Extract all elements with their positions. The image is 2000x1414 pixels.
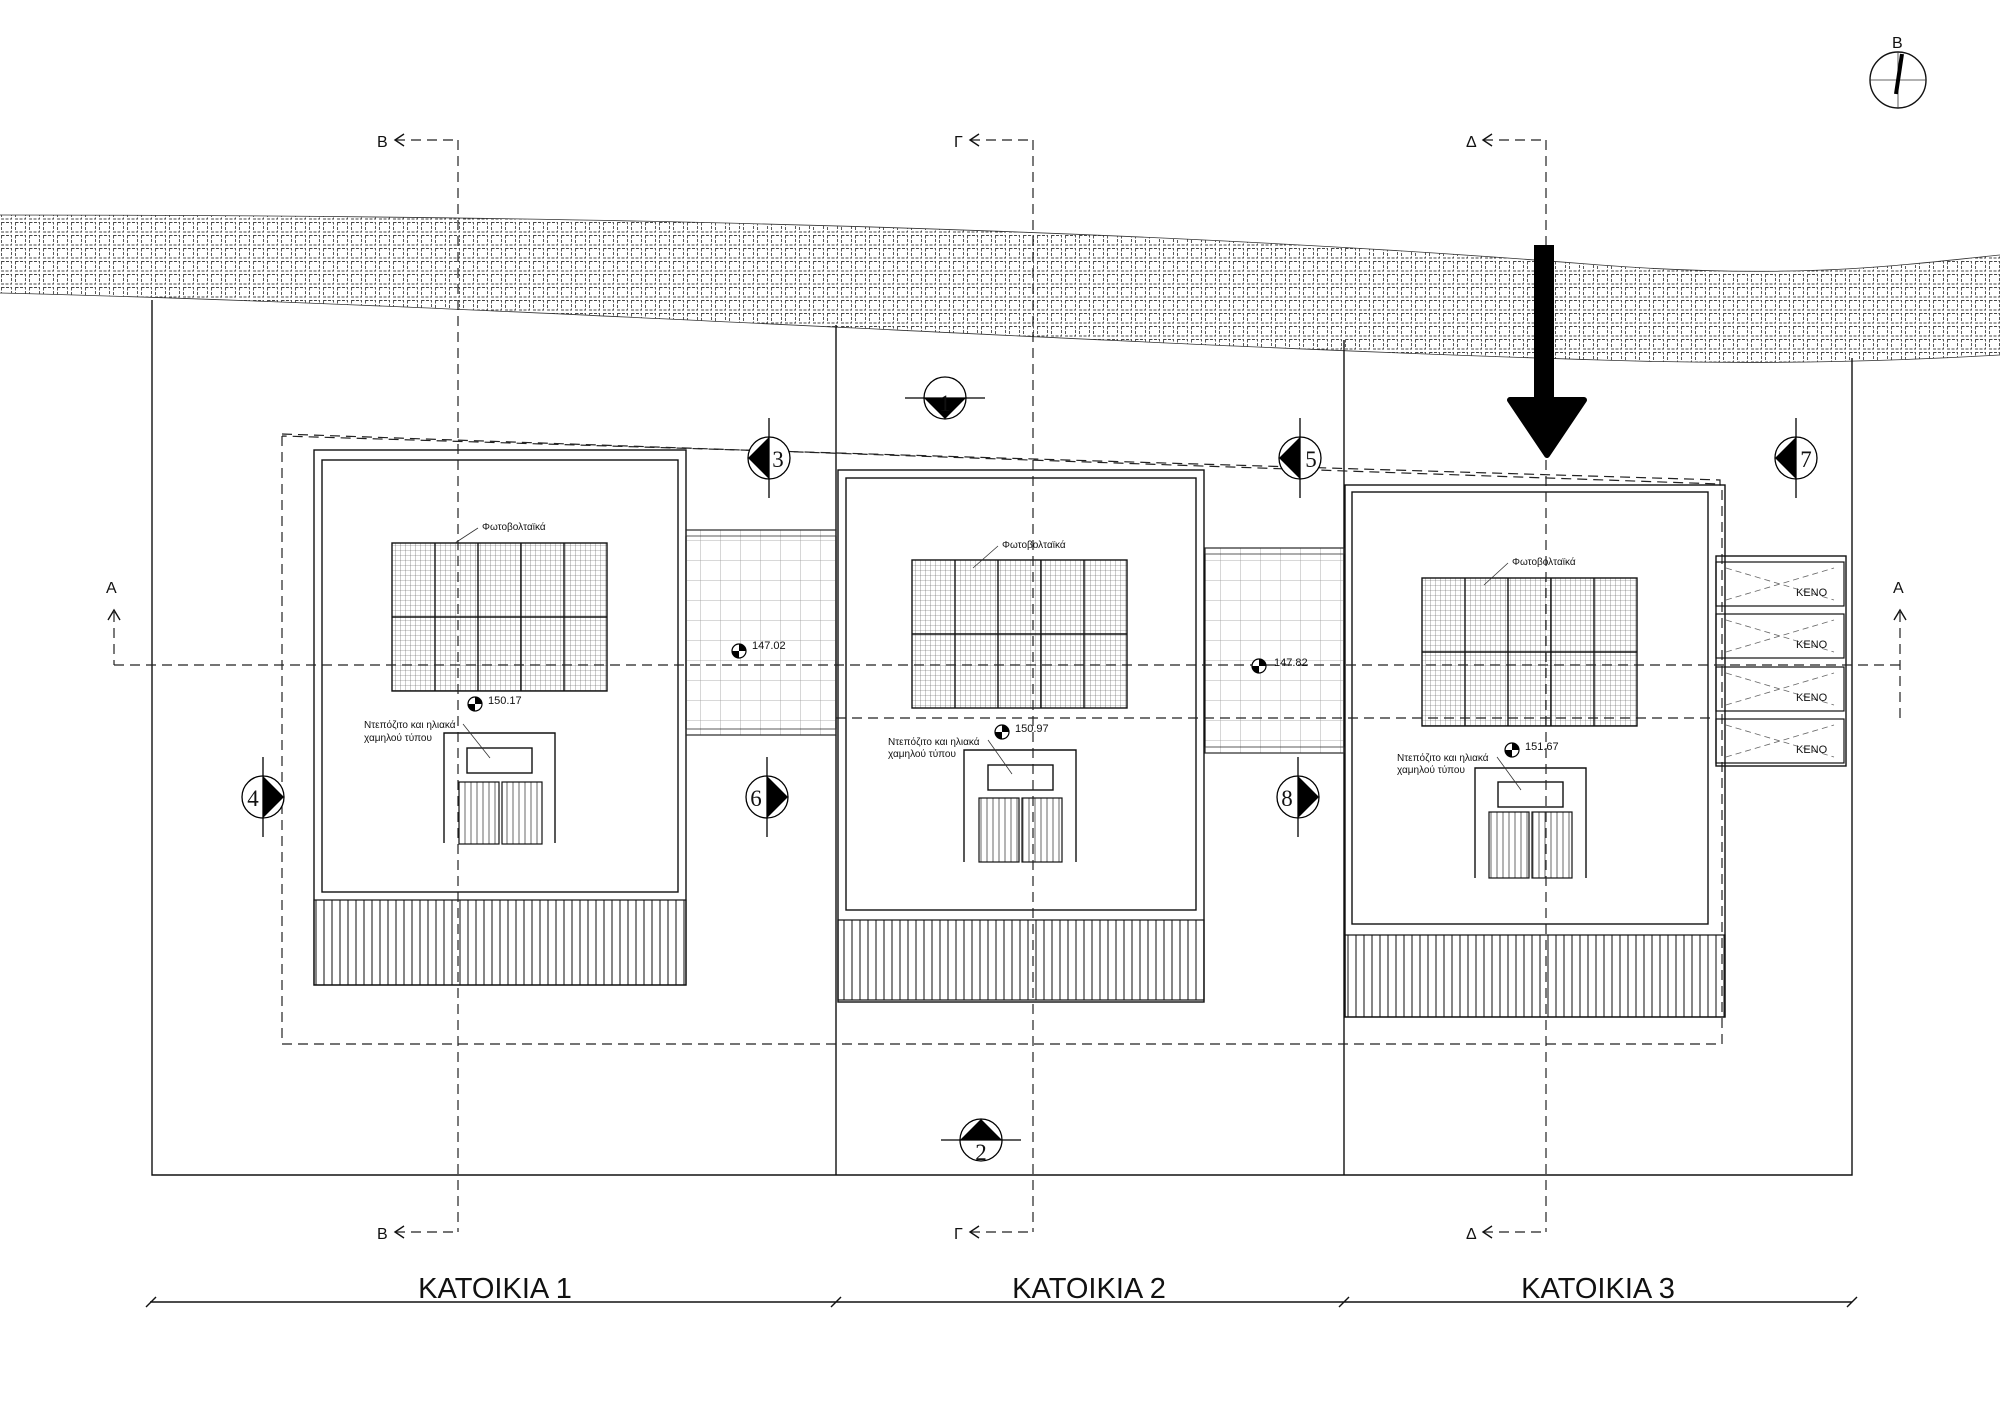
level-marker-icon (1504, 742, 1520, 758)
level-marker-icon (467, 696, 483, 712)
pv-label-3: Φωτοβολταϊκά (1512, 556, 1576, 568)
section-label-g-top: Γ (954, 134, 963, 151)
roof-level-1: 150.17 (488, 695, 522, 707)
tank-label-1a: Ντεπόζιτο και ηλιακά (364, 719, 456, 731)
roof-house-2 (837, 469, 1205, 1003)
courtyard-level-1: 147.02 (752, 640, 786, 652)
main-entrance-arrow (1507, 245, 1587, 458)
section-label-d-top: Δ (1466, 134, 1477, 151)
tank-label-3b: χαμηλού τύπου (1397, 764, 1465, 776)
level-marker-icon (1251, 658, 1267, 674)
elevation-marker-number: 8 (1281, 786, 1293, 811)
elevation-marker-number: 1 (939, 391, 951, 416)
section-label-a-right: A (1893, 580, 1904, 597)
courtyard-2 (1204, 547, 1345, 754)
courtyard-level-2: 147.82 (1274, 657, 1308, 669)
pv-label-2: Φωτοβολταϊκά (1002, 539, 1066, 551)
title-dimension-line (145, 1296, 1858, 1308)
tank-unit-3 (1474, 767, 1587, 879)
elevation-marker-number: 2 (975, 1140, 987, 1165)
elevation-marker-8: 8 (1276, 757, 1320, 837)
roof-house-3 (1344, 484, 1726, 1018)
elevation-marker-2: 2 (941, 1118, 1021, 1165)
pv-label-1: Φωτοβολταϊκά (482, 521, 546, 533)
void-label: ΚΕΝΟ (1796, 744, 1828, 756)
tank-label-3a: Ντεπόζιτο και ηλιακά (1397, 752, 1489, 764)
void-label: ΚΕΝΟ (1796, 587, 1828, 599)
pv-array-1 (391, 542, 608, 692)
roof-level-3: 151.67 (1525, 741, 1559, 753)
void-panels: ΚΕΝΟ ΚΕΝΟ ΚΕΝΟ ΚΕΝΟ (1715, 555, 1847, 767)
plot-outline (151, 300, 1853, 1176)
tank-label-2a: Ντεπόζιτο και ηλιακά (888, 736, 980, 748)
section-label-a-left: A (106, 580, 117, 597)
tank-unit-2 (963, 749, 1077, 863)
pv-array-2 (911, 559, 1128, 709)
elevation-marker-number: 7 (1800, 447, 1812, 472)
void-label: ΚΕΝΟ (1796, 692, 1828, 704)
section-label-g-bottom: Γ (954, 1226, 963, 1243)
north-arrow (1869, 51, 1927, 109)
elevation-marker-1: 1 (905, 376, 985, 420)
elevation-marker-7: 7 (1774, 418, 1818, 498)
terrain-band (0, 214, 2000, 363)
level-marker-icon (994, 724, 1010, 740)
elevation-marker-6: 6 (745, 757, 789, 837)
void-label: ΚΕΝΟ (1796, 639, 1828, 651)
elevation-marker-number: 4 (247, 786, 259, 811)
section-label-b-top: B (377, 134, 388, 151)
courtyard-1 (685, 529, 837, 736)
roof-level-2: 150.97 (1015, 723, 1049, 735)
elevation-marker-number: 5 (1305, 447, 1317, 472)
pv-array-3 (1421, 577, 1638, 727)
level-marker-icon (731, 643, 747, 659)
section-label-d-bottom: Δ (1466, 1226, 1477, 1243)
section-label-b-bottom: B (377, 1226, 388, 1243)
tank-unit-1 (443, 732, 556, 845)
elevation-marker-5: 5 (1278, 418, 1322, 498)
house-title-1: ΚΑΤΟΙΚΙΑ 1 (418, 1273, 572, 1305)
ground-floor-outline (281, 435, 1723, 1045)
elevation-marker-number: 3 (772, 447, 784, 472)
elevation-marker-3: 3 (747, 418, 791, 498)
tank-label-1b: χαμηλού τύπου (364, 732, 432, 744)
north-label: B (1892, 35, 1903, 52)
elevation-marker-4: 4 (241, 757, 285, 837)
house-title-3: ΚΑΤΟΙΚΙΑ 3 (1521, 1273, 1675, 1305)
house-title-2: ΚΑΤΟΙΚΙΑ 2 (1012, 1273, 1166, 1305)
roof-house-1 (313, 449, 687, 986)
tank-label-2b: χαμηλού τύπου (888, 748, 956, 760)
elevation-marker-number: 6 (750, 786, 762, 811)
